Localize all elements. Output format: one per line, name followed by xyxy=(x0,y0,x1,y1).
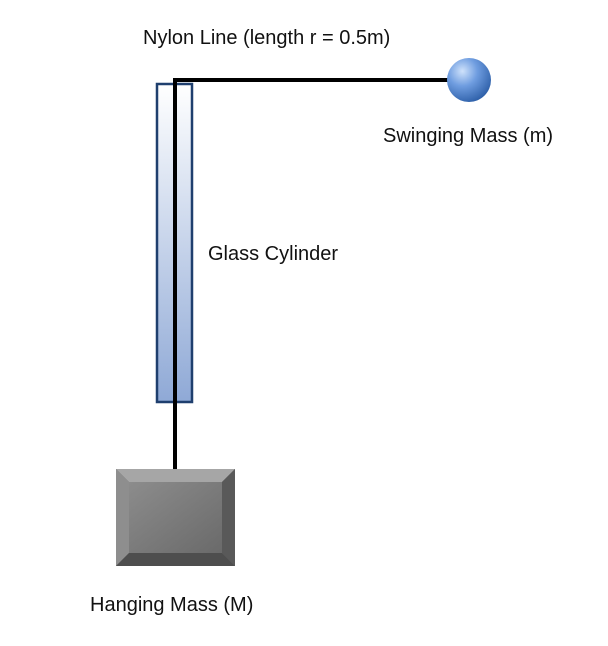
hanging-mass-label: Hanging Mass (M) xyxy=(90,594,254,616)
nylon-line-label: Nylon Line (length r = 0.5m) xyxy=(143,27,391,49)
swinging-mass-sphere xyxy=(447,58,491,102)
glass-cylinder-label: Glass Cylinder xyxy=(208,243,339,265)
swinging-mass-label: Swinging Mass (m) xyxy=(383,125,554,147)
hanging-mass-block xyxy=(116,469,235,566)
